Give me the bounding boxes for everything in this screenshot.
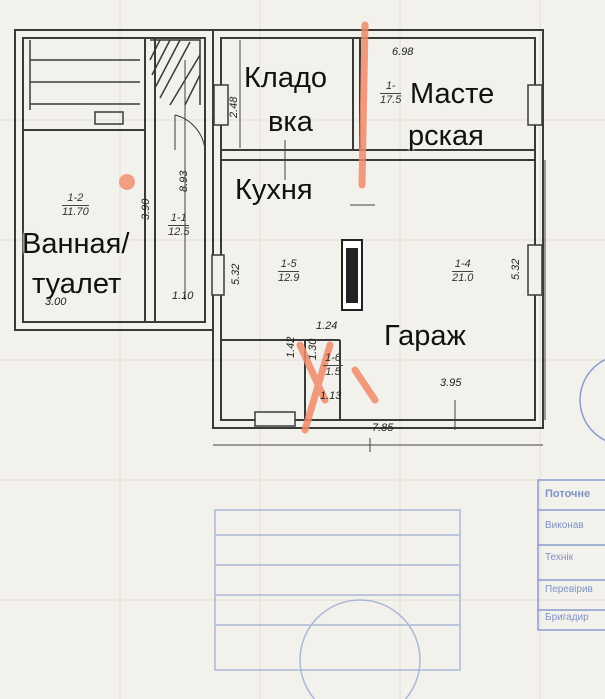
red-marks bbox=[296, 21, 379, 434]
dim-3-00: 3.00 bbox=[45, 296, 67, 308]
label-vannaya-2: туалет bbox=[32, 268, 122, 300]
dimension-lines bbox=[184, 40, 546, 452]
windows bbox=[211, 84, 543, 427]
dim-2-48: 2.48 bbox=[228, 96, 240, 118]
dim-7-85: 7.85 bbox=[372, 422, 394, 434]
stamp-line-4: Бригадир bbox=[545, 612, 589, 623]
label-vannaya-1: Ванная/ bbox=[22, 228, 130, 260]
dim-1-13: 1.13 bbox=[320, 390, 342, 402]
label-masterskaya-1: Масте bbox=[410, 78, 495, 110]
stairs bbox=[29, 39, 201, 110]
dim-5-32-left: 5.32 bbox=[230, 263, 242, 285]
label-kukhnya: Кухня bbox=[235, 174, 313, 206]
dim-3-95: 3.95 bbox=[440, 377, 462, 389]
label-kladovka-1: Кладо bbox=[244, 62, 327, 94]
dim-3-90: 3.90 bbox=[140, 198, 152, 220]
label-masterskaya-2: рская bbox=[408, 120, 484, 152]
stamp-line-1: Виконав bbox=[545, 520, 584, 531]
dim-1-10: 1.10 bbox=[172, 290, 194, 302]
stamp-line-2: Технік bbox=[545, 552, 574, 563]
stamp-line-3: Перевірив bbox=[545, 584, 593, 595]
stamp-title: Поточне bbox=[545, 488, 591, 500]
door-arc bbox=[174, 114, 206, 151]
label-garazh: Гараж bbox=[384, 320, 466, 352]
dim-5-32-right: 5.32 bbox=[510, 258, 522, 280]
dim-1-30: 1.30 bbox=[307, 338, 319, 360]
dim-8-93: 8.93 bbox=[178, 170, 190, 192]
left-wing-walls bbox=[14, 29, 214, 331]
room-number-1-3: 1-17.5 bbox=[380, 80, 402, 106]
dim-1-42: 1.42 bbox=[285, 336, 297, 358]
dim-6-98: 6.98 bbox=[392, 46, 414, 58]
label-kladovka-2: вка bbox=[268, 106, 313, 138]
dim-1-24: 1.24 bbox=[316, 320, 338, 332]
stamp-rect-right bbox=[537, 358, 605, 631]
window-left-wing bbox=[94, 111, 124, 125]
stamp-rect-main bbox=[214, 509, 461, 699]
